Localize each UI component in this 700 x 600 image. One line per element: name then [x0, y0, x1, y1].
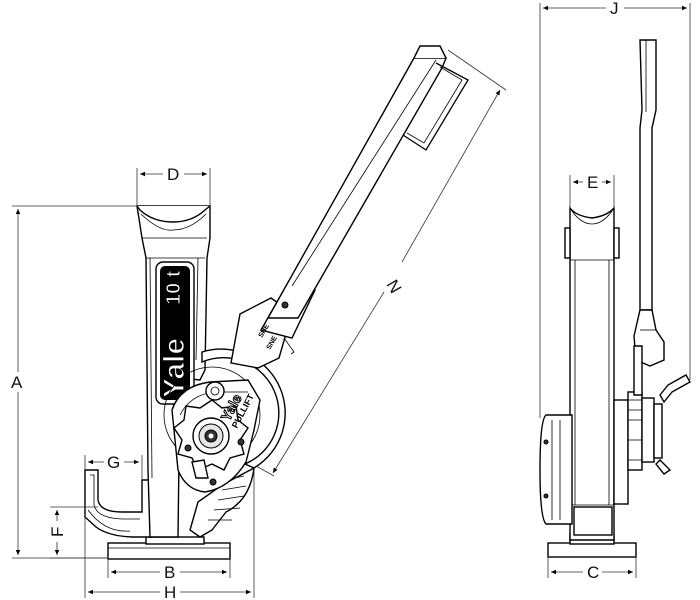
side-lever[interactable] [639, 39, 657, 311]
lever-handle[interactable]: SHE SNE [230, 45, 469, 369]
side-column [569, 205, 615, 541]
dim-label-h: H [164, 583, 176, 600]
saddle [136, 205, 211, 223]
dim-label-a: A [11, 373, 23, 392]
side-view [539, 39, 691, 558]
capacity-label: 10 t [163, 270, 185, 305]
dim-label-g: G [107, 453, 120, 472]
front-view: Yale 10 t Yale [84, 45, 469, 560]
dim-label-e: E [587, 173, 598, 192]
base-plate [107, 542, 231, 560]
dim-label-j: J [610, 0, 619, 18]
dimensions: A D G F B H N [11, 0, 691, 600]
dim-label-b: B [164, 563, 175, 582]
dim-label-f: F [48, 527, 67, 537]
toe [84, 469, 153, 538]
dim-label-d: D [167, 165, 179, 184]
mechanism-plate: Yale PULLIFT [217, 391, 256, 430]
dim-label-c: C [587, 563, 599, 582]
mechanism [171, 379, 261, 493]
dim-label-n: N [383, 277, 406, 297]
brand-logo: Yale [158, 338, 191, 398]
